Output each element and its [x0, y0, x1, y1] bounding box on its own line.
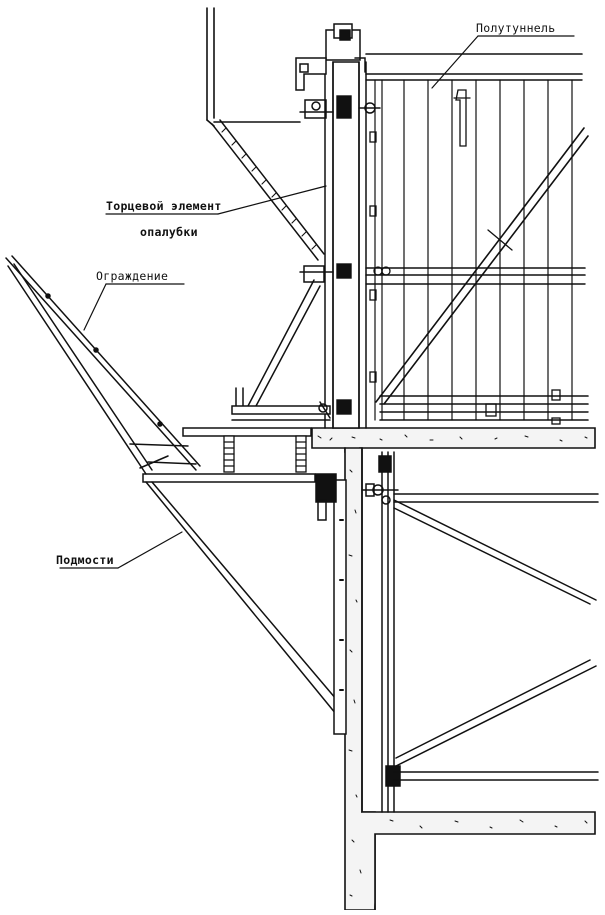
upper-wall: [332, 61, 360, 429]
concrete-speckle: [317, 434, 588, 897]
scaffold-label: Подмости: [56, 553, 114, 567]
vertical-members: [295, 23, 367, 429]
end-element-leader: [217, 185, 327, 215]
scaffold: [142, 473, 347, 735]
railing: [5, 255, 201, 475]
end-element-label-line1: Торцевой элемент: [106, 199, 222, 213]
railing-label: Ограждение: [96, 269, 168, 283]
platform-strut: [235, 279, 321, 407]
scaffold-leader: [117, 531, 183, 569]
half-tunnel-leader: [431, 35, 479, 89]
upper-left-frame: [206, 7, 301, 127]
lower-formwork: [361, 451, 599, 813]
column-threads: [336, 95, 352, 415]
half-tunnel-label: Полутуннель: [476, 21, 555, 35]
labels: [59, 35, 575, 569]
railing-leader: [83, 283, 107, 331]
half-tunnel-panel: [365, 53, 589, 425]
lower-floor-slab: [361, 811, 596, 911]
working-platform: [182, 401, 331, 473]
end-element-label-line2: опалубки: [140, 225, 198, 239]
concrete-structure: [311, 61, 596, 911]
end-element-plate: [211, 99, 381, 283]
